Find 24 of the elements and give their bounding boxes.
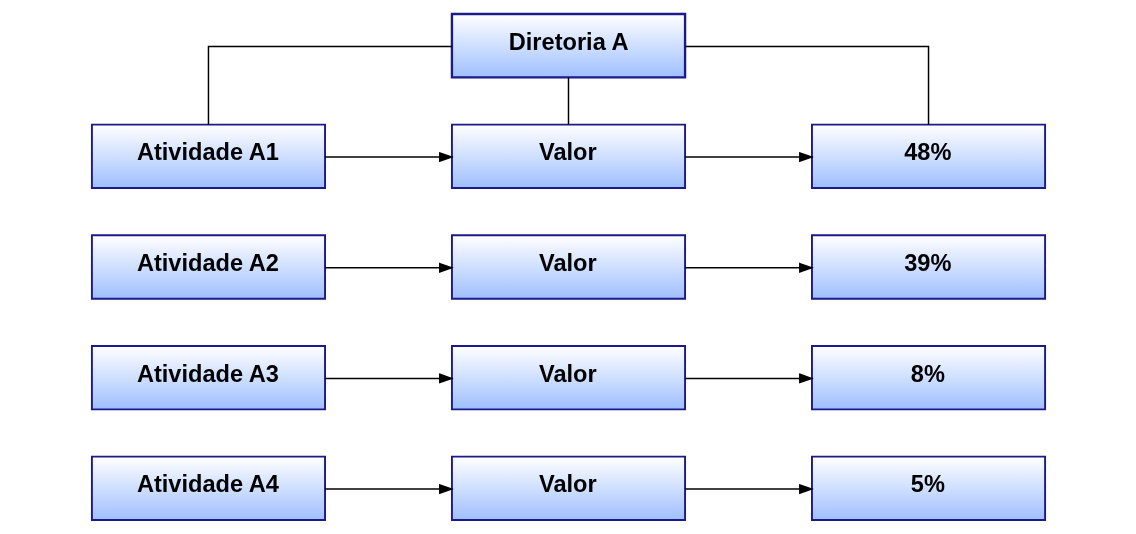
arrow (324, 262, 454, 273)
node-box: 5% (810, 455, 1046, 521)
node-box: Atividade A1 (90, 123, 326, 189)
arrow (324, 151, 454, 163)
node-box: Valor (450, 455, 686, 521)
node-box: Atividade A4 (90, 455, 326, 521)
connector (684, 45, 929, 126)
node-box: Atividade A3 (90, 345, 326, 411)
arrow (684, 262, 814, 273)
arrow (684, 151, 814, 163)
node-box: 39% (810, 234, 1046, 300)
node-box: Atividade A2 (90, 234, 326, 300)
arrow (324, 483, 454, 495)
connector (207, 45, 452, 126)
node-box: Diretoria A (450, 12, 686, 79)
arrow (684, 373, 814, 384)
node-box: Valor (450, 345, 686, 411)
node-box: Valor (450, 234, 686, 300)
node-box: Valor (450, 123, 686, 189)
node-box: 48% (810, 123, 1046, 189)
arrow (684, 483, 814, 495)
connector (567, 76, 569, 126)
node-box: 8% (810, 345, 1046, 411)
arrow (324, 373, 454, 384)
